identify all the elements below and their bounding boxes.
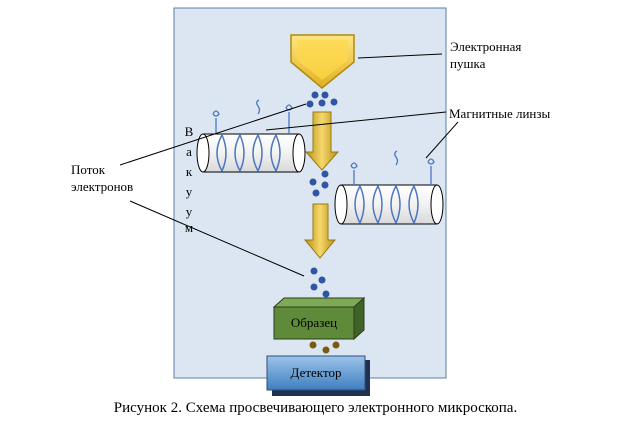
electron-stream-bottom <box>310 267 330 298</box>
electron-gun-label: Электронная пушка <box>450 39 522 71</box>
beam-arrow-1 <box>304 111 340 171</box>
magnetic-lens-2 <box>334 150 444 225</box>
electron-gun <box>290 34 355 89</box>
gun-leader <box>357 53 443 59</box>
detector-label: Детектор <box>290 365 342 380</box>
stream-leader-top <box>119 103 307 166</box>
electron-stream-middle <box>309 170 329 197</box>
electron-stream-top <box>306 91 338 108</box>
detector-box <box>266 355 370 396</box>
beam-arrow-2 <box>303 203 337 259</box>
figure-caption: Рисунок 2. Схема просвечивающего электро… <box>113 400 518 416</box>
sample-box <box>272 296 366 341</box>
magnetic-lenses-label: Магнитные линзы <box>449 106 551 121</box>
transmitted-particles <box>309 341 340 354</box>
stream-leader-bottom <box>129 200 305 277</box>
lens1-leader <box>265 111 447 131</box>
sample-label: Образец <box>290 315 338 330</box>
leader-lines <box>119 53 459 277</box>
magnetic-lens-1 <box>196 99 306 173</box>
lens2-leader <box>425 121 459 159</box>
electron-stream-label: Поток электронов <box>71 162 134 194</box>
